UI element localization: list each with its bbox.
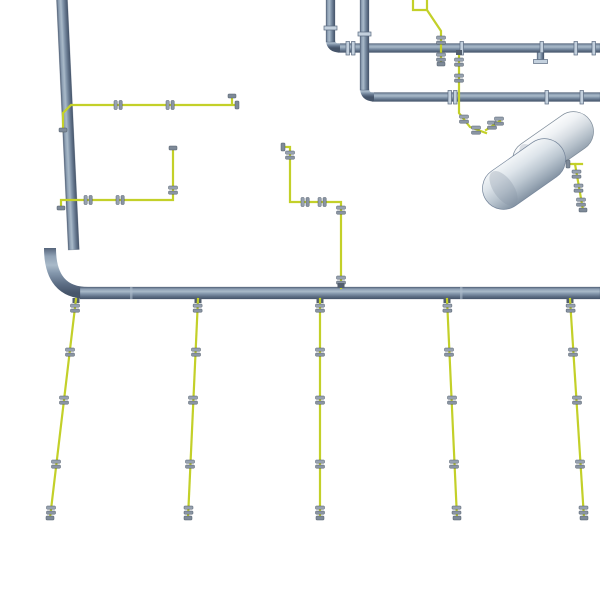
flange[interactable] [323, 25, 338, 31]
steel-piping [44, 0, 600, 300]
tube-end-cap[interactable] [578, 207, 588, 213]
tube-end-cap[interactable] [58, 127, 68, 133]
tube-end-cap[interactable] [56, 205, 66, 211]
flange[interactable] [544, 90, 549, 105]
tube-end-cap[interactable] [452, 515, 462, 521]
tube-run-upper-left[interactable] [61, 95, 239, 133]
steel-header-top-lower[interactable] [371, 92, 600, 102]
flange[interactable] [351, 41, 356, 56]
tank-front-endcap [489, 170, 518, 206]
drop-line-2[interactable] [183, 297, 203, 521]
flange[interactable] [579, 90, 584, 105]
tubing [45, 0, 589, 521]
weld-seam [130, 287, 133, 299]
tube-tee-connector[interactable] [456, 50, 462, 55]
tank-front[interactable] [474, 130, 573, 217]
tube-end-cap[interactable] [565, 159, 571, 169]
weld-seam [460, 287, 463, 299]
steel-header-top-upper[interactable] [337, 43, 600, 53]
drop-tube[interactable] [445, 297, 459, 520]
steel-stub-down[interactable] [536, 52, 545, 60]
flange[interactable] [591, 41, 596, 56]
drop-tube[interactable] [48, 297, 78, 520]
vessels [474, 111, 594, 217]
flange[interactable] [447, 90, 452, 105]
flange[interactable] [453, 90, 458, 105]
tube-end-cap[interactable] [227, 93, 237, 99]
steel-riser-top-upper[interactable] [325, 0, 336, 43]
tube-end-cap[interactable] [45, 515, 55, 521]
tube-end-cap[interactable] [168, 145, 178, 151]
drop-tube[interactable] [568, 297, 586, 520]
flange[interactable] [573, 41, 578, 56]
drop-line-4[interactable] [442, 297, 462, 521]
drop-line-3[interactable] [315, 297, 325, 521]
flange[interactable] [357, 31, 372, 37]
flange[interactable] [345, 41, 350, 56]
drop-line-5[interactable] [565, 297, 589, 521]
drop-line-1[interactable] [45, 297, 80, 521]
steel-elbow-main[interactable] [44, 247, 89, 299]
steel-riser-top-lower[interactable] [359, 0, 370, 91]
tube-end-cap[interactable] [436, 61, 446, 67]
tube-end-cap[interactable] [579, 515, 589, 521]
tank-front-body[interactable] [474, 130, 573, 217]
tube-end-cap[interactable] [234, 100, 240, 110]
tube-tee-connector[interactable] [337, 283, 345, 288]
tube-run-center[interactable] [281, 145, 343, 290]
tube-end-cap[interactable] [315, 515, 325, 521]
drop-tube[interactable] [186, 297, 200, 520]
tube-end-cap[interactable] [280, 142, 286, 152]
tube-end-cap[interactable] [183, 515, 193, 521]
steel-riser-left[interactable] [55, 0, 80, 251]
flange[interactable] [533, 59, 548, 64]
